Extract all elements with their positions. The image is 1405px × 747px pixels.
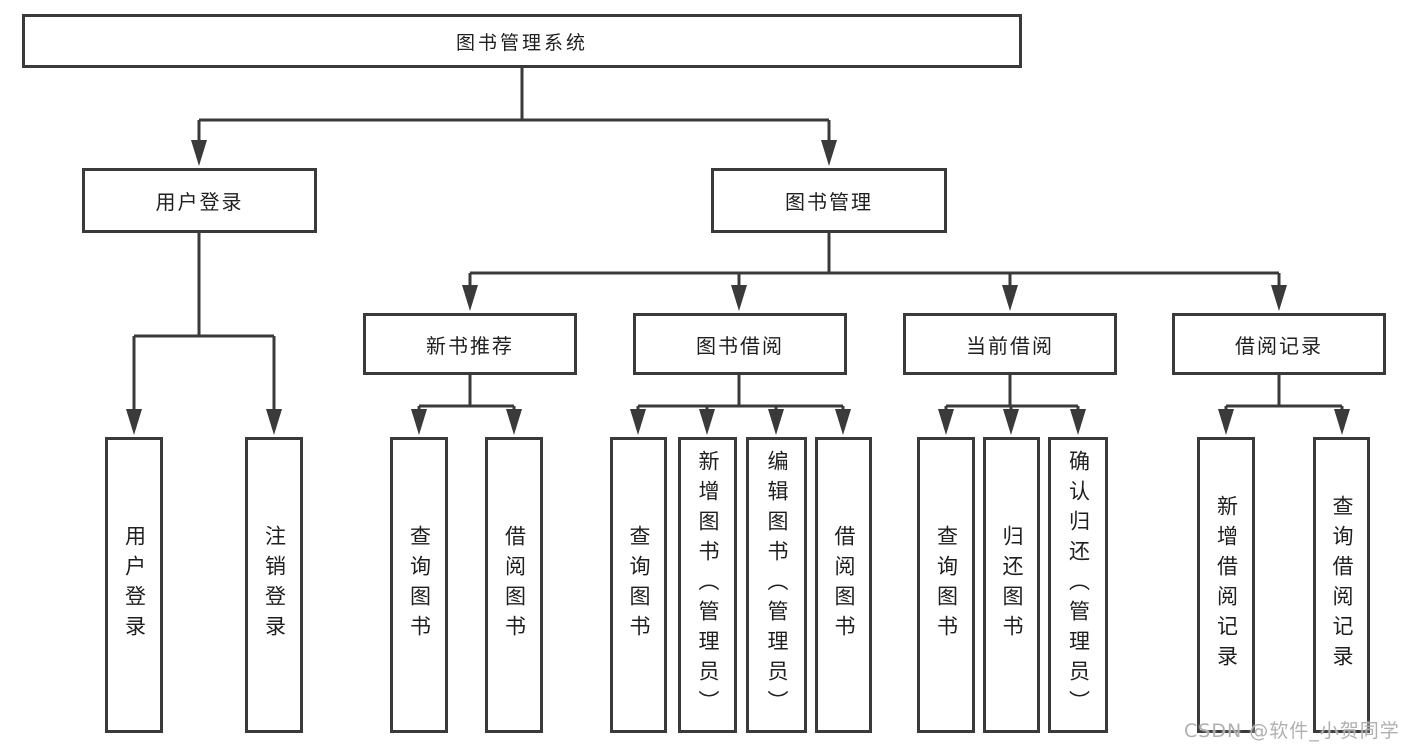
node-borrow-records-label: 借阅记录: [1235, 333, 1323, 358]
watermark: CSDN @软件_小贺同学: [1184, 720, 1400, 742]
arrowhead-icon: [835, 409, 851, 435]
arrowhead-icon: [1271, 285, 1287, 311]
node-query-books-current: 查询图书: [917, 437, 975, 733]
arrowhead-icon: [266, 409, 282, 435]
node-new-book-recommend: 新书推荐: [363, 313, 577, 375]
node-query-books-recommend: 查询图书: [390, 437, 448, 733]
arrowhead-icon: [1003, 409, 1019, 435]
node-return-book: 归还图书: [983, 437, 1040, 733]
arrowhead-icon: [1334, 409, 1350, 435]
node-logout: 注销登录: [245, 437, 303, 733]
arrowhead-icon: [731, 285, 747, 311]
node-borrow-books-label: 借阅图书: [832, 525, 856, 645]
arrowhead-icon: [699, 409, 715, 435]
node-user-login-label: 用户登录: [155, 190, 244, 214]
node-borrow-books-recommend-label: 借阅图书: [502, 525, 527, 645]
node-book-management: 图书管理: [711, 168, 947, 233]
arrowhead-icon: [630, 409, 646, 435]
node-query-books-current-label: 查询图书: [934, 525, 959, 645]
node-login: 用户登录: [105, 437, 163, 733]
node-login-label: 用户登录: [122, 525, 147, 645]
node-book-borrow: 图书借阅: [633, 313, 847, 375]
arrowhead-icon: [462, 285, 478, 311]
arrowhead-icon: [191, 140, 207, 166]
arrowheads: [126, 140, 1350, 435]
arrowhead-icon: [1070, 409, 1086, 435]
arrowhead-icon: [1218, 409, 1234, 435]
node-root: 图书管理系统: [22, 14, 1022, 68]
arrowhead-icon: [821, 140, 837, 166]
node-book-management-label: 图书管理: [785, 190, 873, 214]
node-query-books-borrow: 查询图书: [610, 437, 667, 733]
node-borrow-books-recommend: 借阅图书: [485, 437, 543, 733]
connector-paths: [132, 68, 1344, 412]
node-add-borrow-record-label: 新增借阅记录: [1214, 495, 1239, 675]
node-root-label: 图书管理系统: [455, 31, 588, 54]
node-add-book-admin-label: 新增图书（管理员）: [696, 450, 720, 720]
node-book-borrow-label: 图书借阅: [696, 333, 784, 358]
node-new-book-recommend-label: 新书推荐: [426, 333, 514, 358]
node-query-borrow-record: 查询借阅记录: [1313, 437, 1370, 733]
node-current-borrow: 当前借阅: [903, 313, 1117, 375]
node-edit-book-admin: 编辑图书（管理员）: [746, 437, 807, 733]
node-borrow-books: 借阅图书: [815, 437, 872, 733]
node-add-book-admin: 新增图书（管理员）: [678, 437, 737, 733]
arrowhead-icon: [126, 409, 142, 435]
node-confirm-return-admin: 确认归还（管理员）: [1048, 437, 1108, 733]
node-confirm-return-admin-label: 确认归还（管理员）: [1066, 450, 1091, 720]
node-logout-label: 注销登录: [262, 525, 287, 645]
node-edit-book-admin-label: 编辑图书（管理员）: [765, 450, 789, 720]
node-return-book-label: 归还图书: [1000, 525, 1024, 645]
node-borrow-records: 借阅记录: [1172, 313, 1386, 375]
node-query-books-borrow-label: 查询图书: [627, 525, 651, 645]
node-current-borrow-label: 当前借阅: [966, 333, 1054, 358]
node-query-books-recommend-label: 查询图书: [407, 525, 432, 645]
arrowhead-icon: [938, 409, 954, 435]
node-add-borrow-record: 新增借阅记录: [1197, 437, 1255, 733]
arrowhead-icon: [411, 409, 427, 435]
node-user-login: 用户登录: [82, 168, 317, 233]
arrowhead-icon: [506, 409, 522, 435]
arrowhead-icon: [768, 409, 784, 435]
arrowhead-icon: [1002, 285, 1018, 311]
node-query-borrow-record-label: 查询借阅记录: [1330, 495, 1354, 675]
